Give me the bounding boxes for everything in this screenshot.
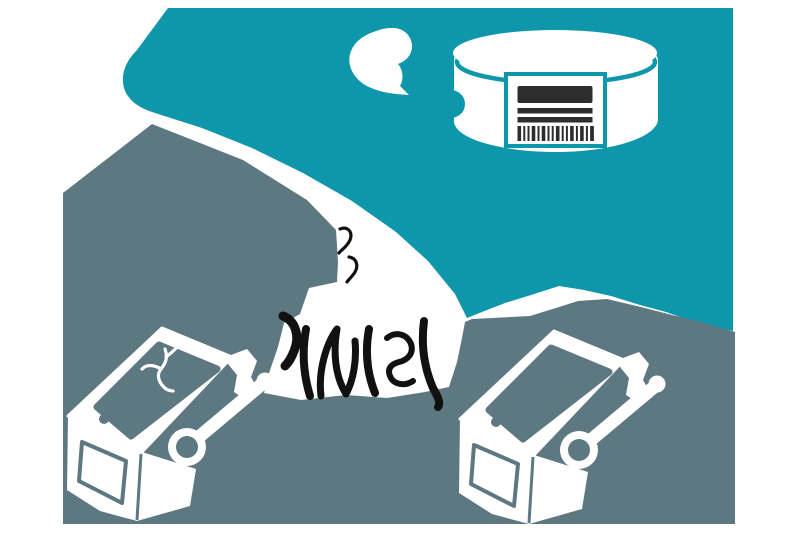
- slate-blob: [63, 124, 735, 524]
- barcode-bar: [590, 126, 594, 141]
- scribble-marks: [278, 226, 444, 411]
- barcode-bar: [523, 126, 526, 141]
- barcode-bar: [551, 126, 554, 141]
- barcode-bar: [531, 126, 536, 141]
- screen-crack: [140, 345, 179, 393]
- barcode-bar: [537, 126, 540, 141]
- scribble-stroke-3: [418, 317, 444, 411]
- roll-top-face: [453, 30, 657, 76]
- barcode-bar: [565, 126, 568, 141]
- barcode-bar: [585, 126, 588, 141]
- scribble-loop: [316, 325, 359, 400]
- barcode-bar: [580, 126, 584, 141]
- check-swoosh-icon: [349, 27, 412, 95]
- scribble-small-2: [345, 255, 359, 284]
- label-title-block: [517, 86, 593, 103]
- scribble-curl: [384, 331, 416, 388]
- barcode-bar: [570, 126, 574, 141]
- printer-left-cracked: [67, 328, 274, 521]
- scribble-small-1: [337, 226, 353, 255]
- barcode-bar: [527, 126, 530, 141]
- barcode: [517, 126, 594, 141]
- scribble-stroke-2: [363, 325, 379, 397]
- label-text-line-1: [517, 108, 593, 114]
- barcode-bar: [541, 126, 546, 141]
- barcode-label: [504, 72, 607, 148]
- barcode-bar: [547, 126, 550, 141]
- barcode-bar: [517, 126, 522, 141]
- barcode-bar: [561, 126, 564, 141]
- barcode-bar: [555, 126, 560, 141]
- label-text-line-2: [517, 117, 593, 123]
- label-roll: [437, 30, 658, 152]
- barcode-bar: [575, 126, 578, 141]
- scribble-hook: [278, 311, 302, 371]
- scribble-stroke-1: [299, 325, 314, 400]
- roll-notch: [437, 90, 465, 118]
